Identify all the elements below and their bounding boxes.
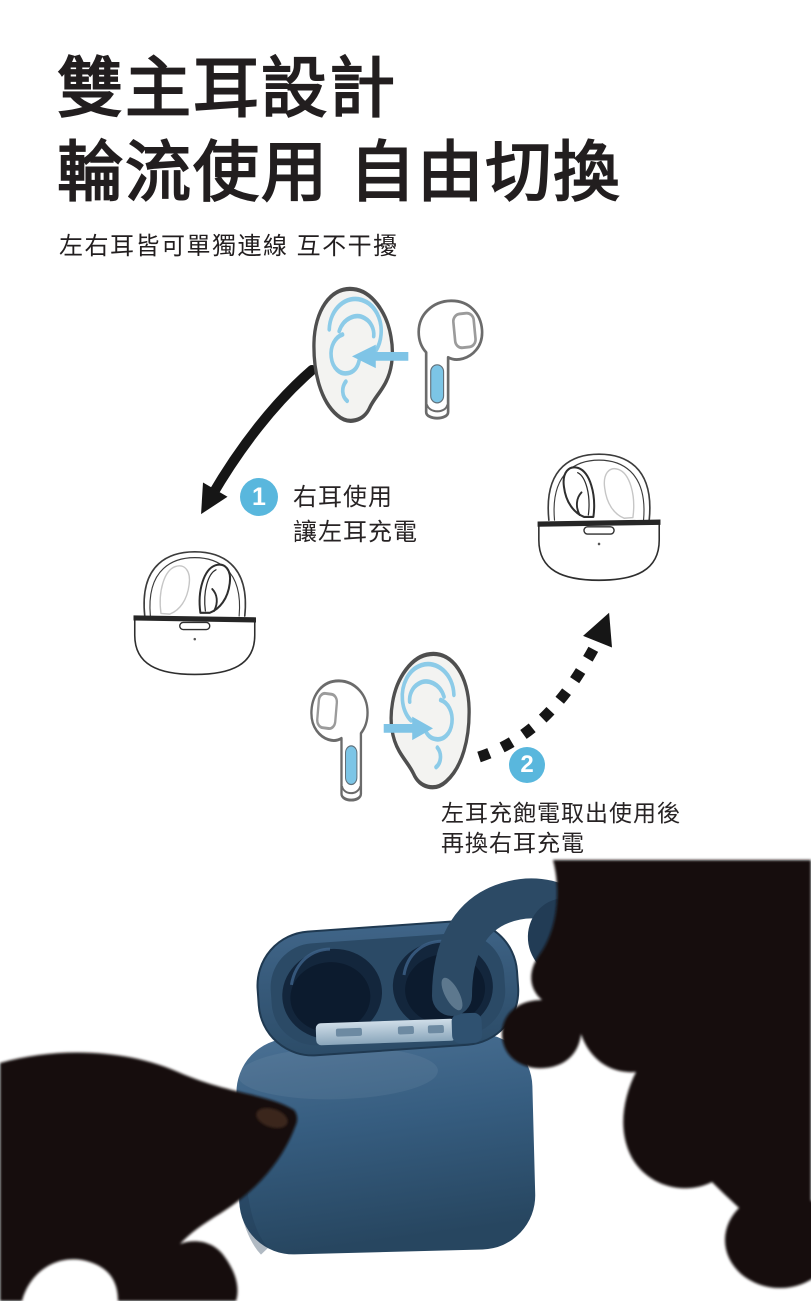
- swap-arrow-icon: [201, 365, 317, 515]
- step-2-caption-line1: 左耳充飽電取出使用後: [441, 800, 681, 826]
- earbud-mirrored-icon: [309, 679, 370, 802]
- earbud-icon: [417, 299, 484, 420]
- step-1-caption: 右耳使用 讓左耳充電: [293, 480, 418, 550]
- step-1-number: 1: [252, 482, 266, 511]
- page-title-line1: 雙主耳設計: [57, 51, 397, 125]
- step-2-caption-line2: 再換右耳充電: [441, 830, 585, 856]
- step-1-badge: 1: [240, 478, 278, 516]
- product-photo: [0, 860, 811, 1301]
- page-subtitle: 左右耳皆可單獨連線 互不干擾: [59, 233, 399, 260]
- step-1-caption-line1: 右耳使用: [293, 484, 393, 511]
- step-2-number: 2: [520, 751, 534, 778]
- charging-case-right-icon: [536, 453, 662, 582]
- case-hinge: [315, 1012, 483, 1046]
- page-title: 雙主耳設計 輪流使用 自由切換: [57, 46, 621, 214]
- dotted-arrow-icon: [477, 612, 612, 763]
- ear-mirrored-icon: [391, 654, 469, 787]
- right-hand-silhouette: [502, 860, 811, 1288]
- page-title-line2: 輪流使用 自由切換: [57, 135, 622, 209]
- step-2-badge: 2: [509, 747, 545, 783]
- charging-case-left-icon: [132, 550, 258, 676]
- step-1-caption-line2: 讓左耳充電: [293, 519, 418, 546]
- step-2-caption: 左耳充飽電取出使用後 再換右耳充電: [441, 798, 681, 858]
- left-hand-silhouette: [0, 1052, 298, 1301]
